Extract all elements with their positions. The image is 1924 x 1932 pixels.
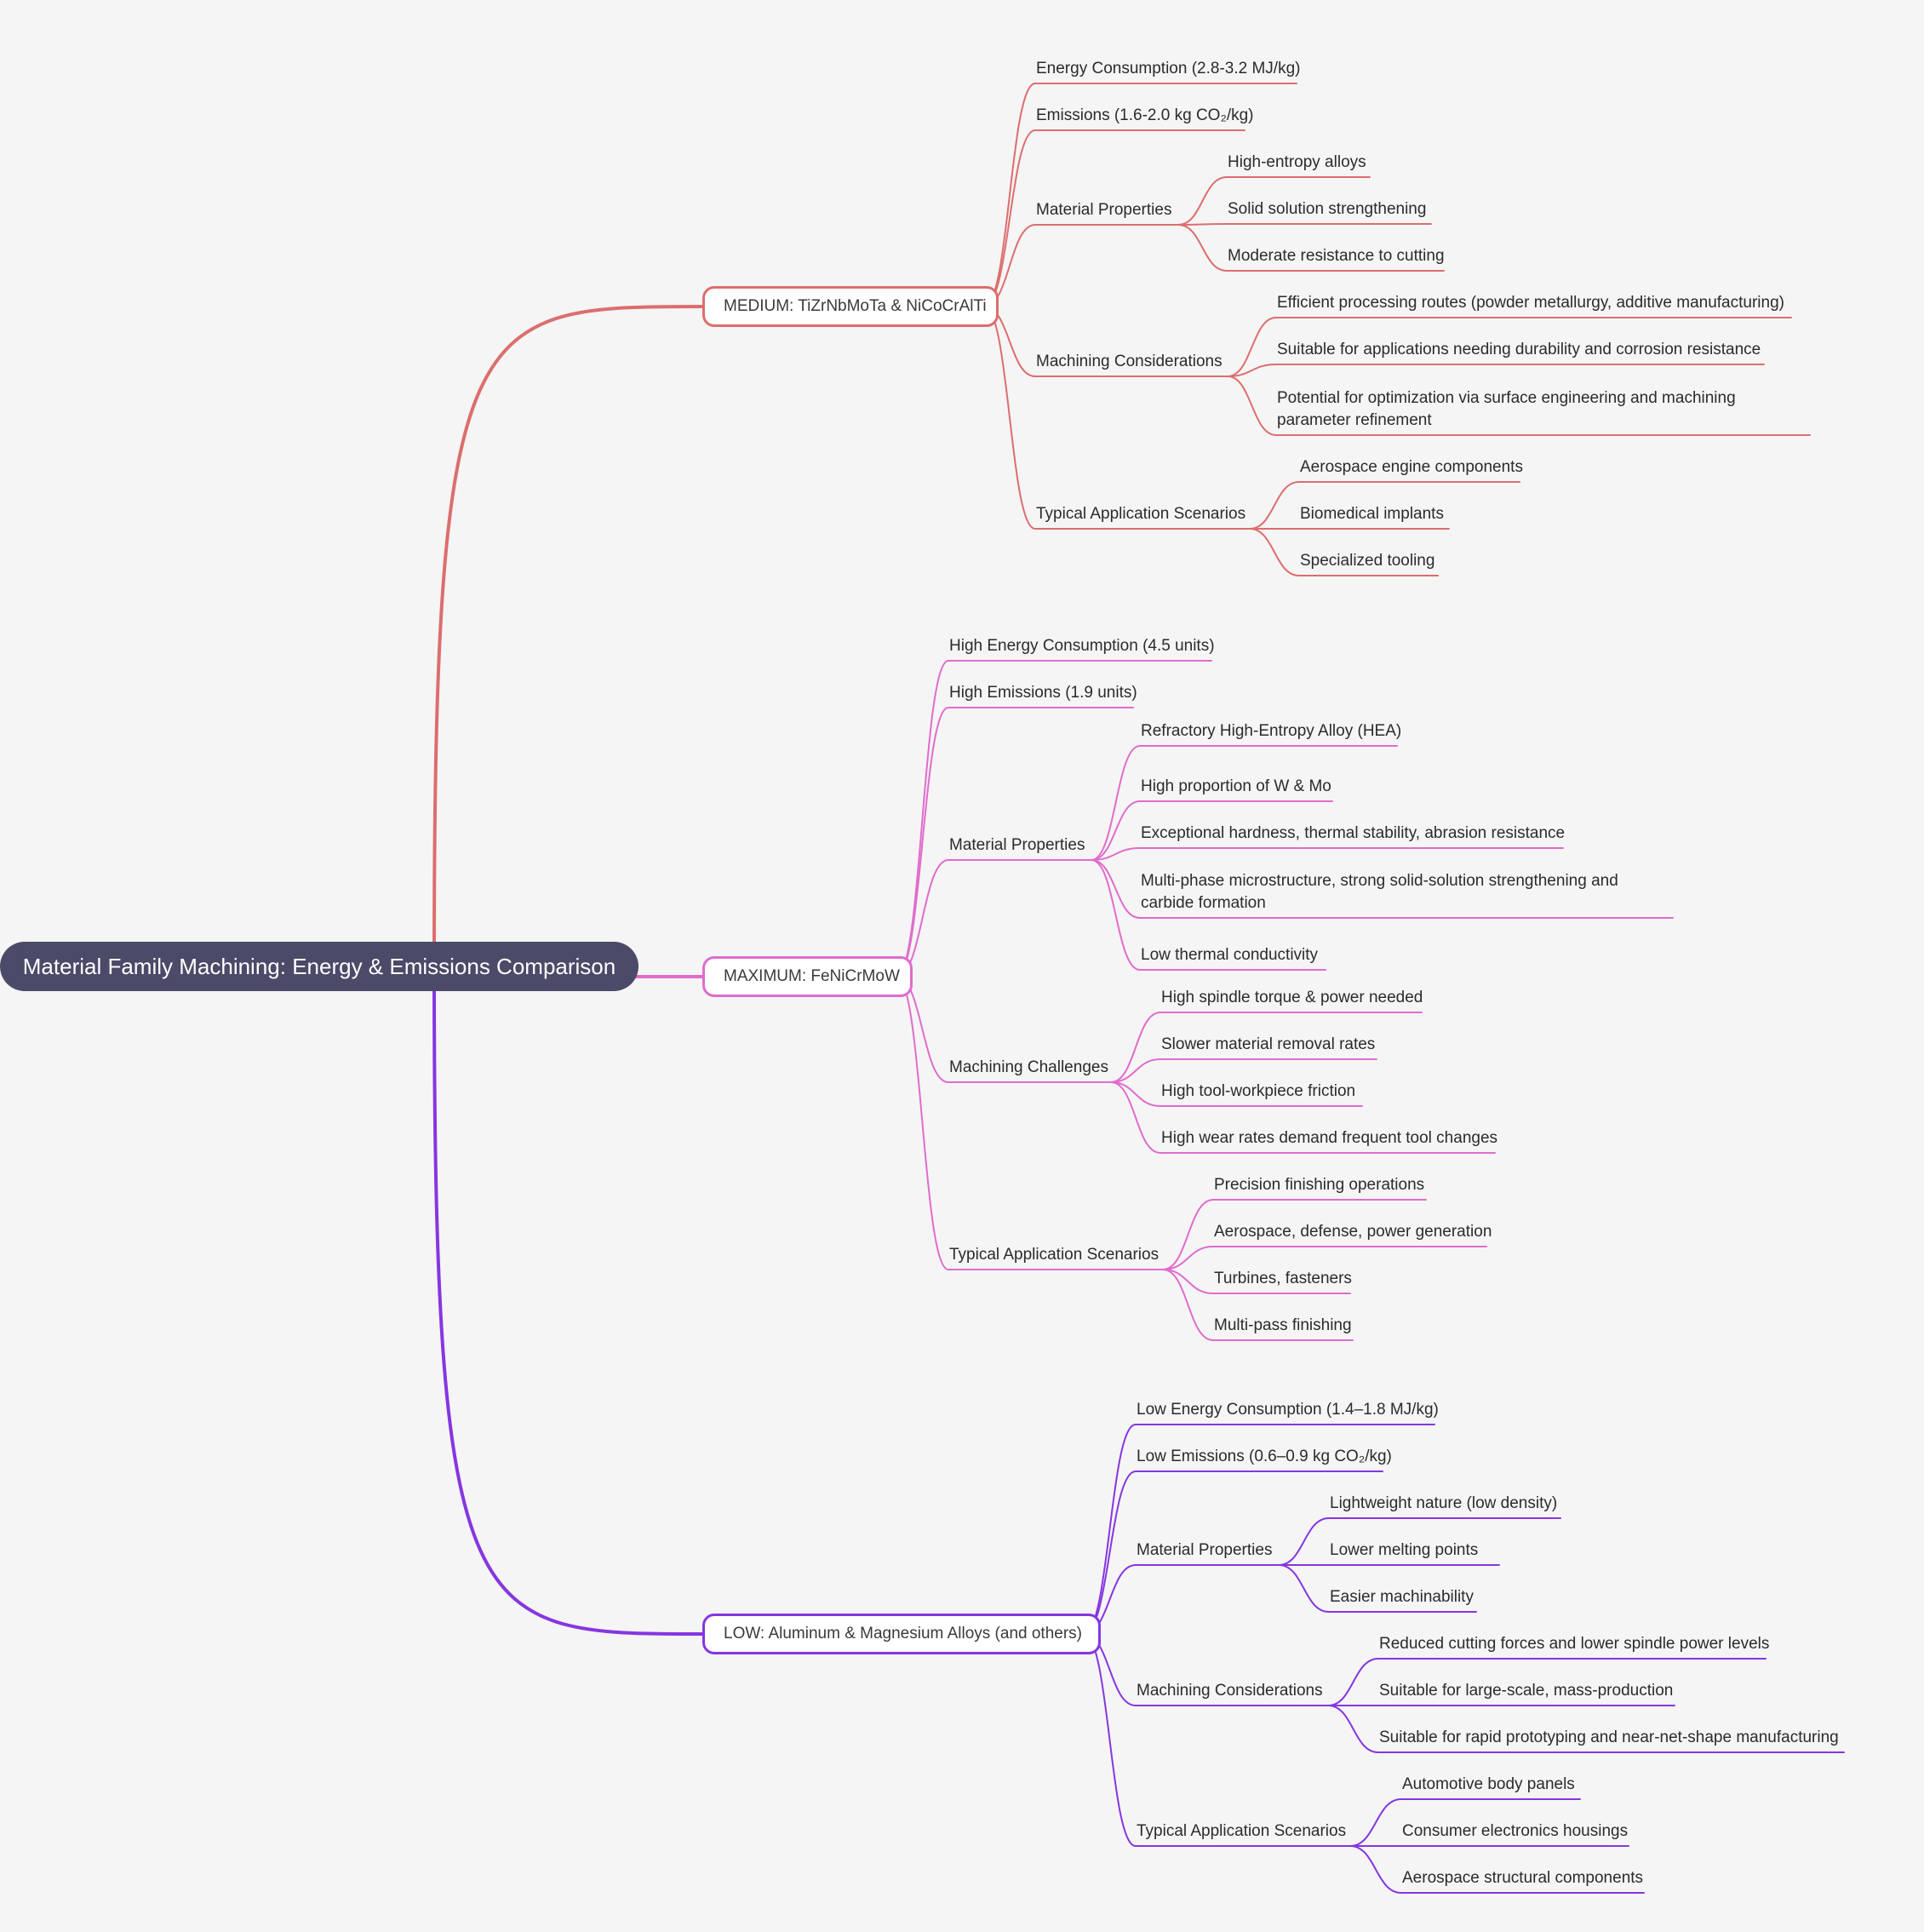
leaf-medium-3-1[interactable]: Suitable for applications needing durabi… xyxy=(1277,341,1761,358)
topic-low-3[interactable]: Machining Considerations xyxy=(1137,1682,1323,1700)
connector-low-1 xyxy=(1083,1470,1137,1635)
leaf-medium-3-2[interactable]: Potential for optimization via surface e… xyxy=(1277,389,1736,429)
topic-medium-3[interactable]: Machining Considerations xyxy=(1036,353,1223,370)
leaf-medium-4-1[interactable]: Biomedical implants xyxy=(1300,505,1444,523)
root-node[interactable]: Material Family Machining: Energy & Emis… xyxy=(0,942,638,991)
topic-maximum-1[interactable]: High Emissions (1.9 units) xyxy=(949,684,1137,702)
leaf-connector-low-4-0 xyxy=(1349,1798,1402,1847)
leaf-maximum-2-2[interactable]: Exceptional hardness, thermal stability,… xyxy=(1141,824,1566,842)
leaf-medium-4-2[interactable]: Specialized tooling xyxy=(1300,552,1435,570)
leaf-maximum-2-4[interactable]: Low thermal conductivity xyxy=(1141,946,1319,964)
connector-maximum-0 xyxy=(896,660,949,977)
leaf-connector-low-3-0 xyxy=(1327,1658,1379,1706)
leaf-connector-maximum-4-0 xyxy=(1162,1199,1214,1270)
leaf-maximum-4-1[interactable]: Aerospace, defense, power generation xyxy=(1214,1223,1492,1241)
leaf-maximum-4-3[interactable]: Multi-pass finishing xyxy=(1214,1316,1352,1334)
leaf-low-2-1[interactable]: Lower melting points xyxy=(1330,1541,1479,1559)
leaf-connector-maximum-3-2 xyxy=(1110,1081,1161,1107)
branch-medium[interactable]: MEDIUM: TiZrNbMoTa & NiCoCrAlTi xyxy=(702,286,999,327)
topic-low-4[interactable]: Typical Application Scenarios xyxy=(1137,1822,1347,1840)
topic-maximum-3[interactable]: Machining Challenges xyxy=(949,1058,1108,1076)
leaf-connector-medium-3-2 xyxy=(1227,376,1277,436)
leaf-maximum-4-0[interactable]: Precision finishing operations xyxy=(1214,1176,1425,1194)
root-connector-medium xyxy=(432,305,704,968)
topic-maximum-2[interactable]: Material Properties xyxy=(949,836,1085,854)
leaf-maximum-3-1[interactable]: Slower material removal rates xyxy=(1161,1035,1376,1053)
leaf-connector-low-3-2 xyxy=(1327,1705,1379,1753)
connector-maximum-4 xyxy=(896,976,949,1270)
leaf-connector-maximum-3-1 xyxy=(1110,1058,1161,1083)
leaf-connector-medium-2-0 xyxy=(1177,176,1228,226)
leaf-connector-medium-3-0 xyxy=(1227,317,1277,377)
root-connector-low xyxy=(432,965,704,1636)
leaf-low-3-2[interactable]: Suitable for rapid prototyping and near-… xyxy=(1379,1728,1839,1746)
leaf-low-3-0[interactable]: Reduced cutting forces and lower spindle… xyxy=(1379,1635,1770,1653)
leaf-connector-maximum-2-1 xyxy=(1091,800,1141,861)
leaf-connector-medium-3-1 xyxy=(1227,364,1277,377)
topic-medium-0[interactable]: Energy Consumption (2.8-3.2 MJ/kg) xyxy=(1036,60,1301,77)
leaf-connector-medium-4-0 xyxy=(1249,481,1300,530)
leaf-connector-low-2-0 xyxy=(1278,1517,1330,1566)
leaf-medium-2-2[interactable]: Moderate resistance to cutting xyxy=(1228,247,1445,265)
leaf-medium-2-0[interactable]: High-entropy alloys xyxy=(1228,153,1366,171)
leaf-low-4-2[interactable]: Aerospace structural components xyxy=(1402,1869,1644,1887)
leaf-maximum-3-0[interactable]: High spindle torque & power needed xyxy=(1161,989,1423,1006)
leaf-maximum-3-2[interactable]: High tool-workpiece friction xyxy=(1161,1082,1356,1100)
leaf-medium-3-0[interactable]: Efficient processing routes (powder meta… xyxy=(1277,294,1784,312)
topic-low-1[interactable]: Low Emissions (0.6–0.9 kg CO₂/kg) xyxy=(1137,1448,1392,1465)
topic-maximum-0[interactable]: High Energy Consumption (4.5 units) xyxy=(949,637,1215,655)
connector-low-4 xyxy=(1083,1633,1137,1847)
connector-maximum-1 xyxy=(896,707,949,977)
leaf-connector-medium-2-2 xyxy=(1177,224,1228,272)
leaf-maximum-2-1[interactable]: High proportion of W & Mo xyxy=(1141,777,1331,795)
leaf-connector-maximum-4-2 xyxy=(1162,1269,1214,1294)
branch-maximum[interactable]: MAXIMUM: FeNiCrMoW xyxy=(702,956,913,997)
leaf-maximum-2-0[interactable]: Refractory High-Entropy Alloy (HEA) xyxy=(1141,722,1402,740)
connector-medium-0 xyxy=(983,83,1036,307)
leaf-connector-maximum-2-3 xyxy=(1091,859,1141,919)
leaf-low-3-1[interactable]: Suitable for large-scale, mass-productio… xyxy=(1379,1682,1674,1700)
topic-low-2[interactable]: Material Properties xyxy=(1137,1541,1273,1559)
topic-medium-2[interactable]: Material Properties xyxy=(1036,201,1172,219)
leaf-connector-maximum-3-3 xyxy=(1110,1081,1161,1154)
topic-low-0[interactable]: Low Energy Consumption (1.4–1.8 MJ/kg) xyxy=(1137,1401,1439,1419)
leaf-connector-low-4-2 xyxy=(1349,1845,1402,1894)
branch-low[interactable]: LOW: Aluminum & Magnesium Alloys (and ot… xyxy=(702,1614,1101,1654)
leaf-medium-4-0[interactable]: Aerospace engine components xyxy=(1300,458,1523,476)
leaf-connector-maximum-2-4 xyxy=(1091,859,1141,971)
leaf-low-4-1[interactable]: Consumer electronics housings xyxy=(1402,1822,1629,1840)
leaf-low-4-0[interactable]: Automotive body panels xyxy=(1402,1775,1575,1793)
topic-medium-1[interactable]: Emissions (1.6-2.0 kg CO₂/kg) xyxy=(1036,106,1254,124)
topic-maximum-4[interactable]: Typical Application Scenarios xyxy=(949,1246,1160,1264)
leaf-low-2-0[interactable]: Lightweight nature (low density) xyxy=(1330,1494,1558,1512)
leaf-connector-low-2-2 xyxy=(1278,1564,1330,1613)
leaf-medium-2-1[interactable]: Solid solution strengthening xyxy=(1228,200,1427,218)
leaf-connector-maximum-2-0 xyxy=(1091,745,1141,861)
leaf-low-2-2[interactable]: Easier machinability xyxy=(1330,1588,1474,1606)
leaf-maximum-3-3[interactable]: High wear rates demand frequent tool cha… xyxy=(1161,1129,1498,1147)
leaf-connector-medium-2-1 xyxy=(1177,223,1228,226)
leaf-connector-maximum-3-0 xyxy=(1110,1012,1161,1083)
leaf-connector-maximum-4-1 xyxy=(1162,1246,1214,1270)
leaf-connector-maximum-2-2 xyxy=(1091,847,1141,861)
leaf-connector-medium-4-2 xyxy=(1249,528,1300,576)
topic-medium-4[interactable]: Typical Application Scenarios xyxy=(1036,505,1246,523)
leaf-maximum-2-3[interactable]: Multi-phase microstructure, strong solid… xyxy=(1141,872,1618,912)
leaf-maximum-4-2[interactable]: Turbines, fasteners xyxy=(1214,1270,1352,1287)
leaf-connector-maximum-4-3 xyxy=(1162,1269,1214,1341)
connector-medium-1 xyxy=(983,129,1036,307)
connector-low-0 xyxy=(1083,1424,1137,1635)
